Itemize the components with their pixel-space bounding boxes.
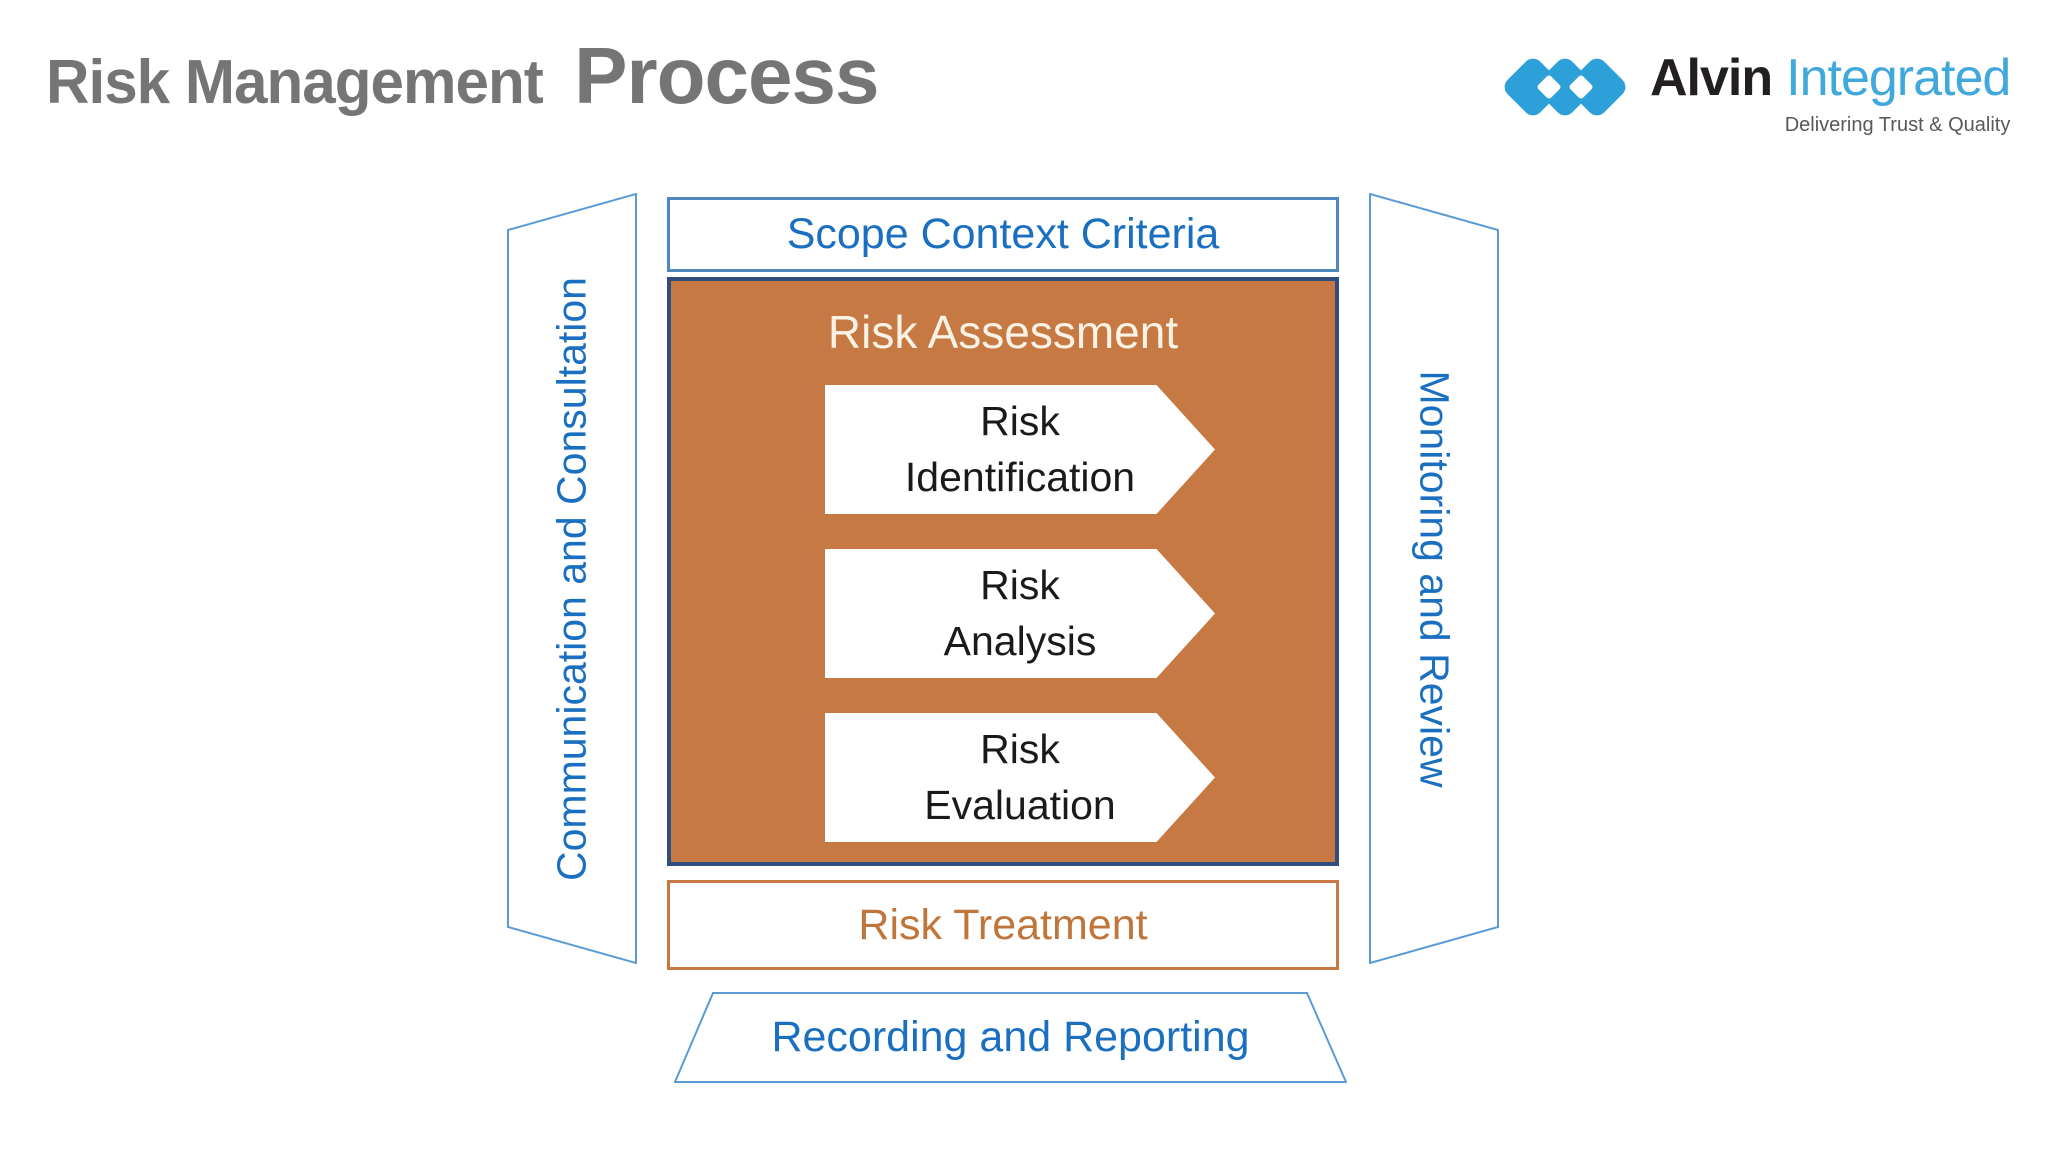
risk-treatment-box: Risk Treatment <box>667 880 1339 970</box>
logo-tagline: Delivering Trust & Quality <box>1784 114 2011 136</box>
logo-text: Alvin Integrated Delivering Trust & Qual… <box>1650 48 2011 137</box>
risk-analysis-arrow: Risk Analysis <box>825 549 1215 678</box>
risk-analysis-label: Risk Analysis <box>943 562 1097 664</box>
recording-reporting-shape: Recording and Reporting <box>674 992 1347 1083</box>
page-title-emphasis: Process <box>574 31 879 120</box>
logo-name: Alvin Integrated <box>1650 48 2011 108</box>
monitoring-review-shape: Monitoring and Review <box>1369 193 1499 964</box>
risk-identification-label: Risk Identification <box>904 398 1136 500</box>
scope-context-criteria-label: Scope Context Criteria <box>786 210 1220 258</box>
logo-brand: Alvin <box>1650 49 1773 107</box>
right-panel-outline <box>1369 193 1499 964</box>
monitoring-review-label: Monitoring and Review <box>1411 369 1458 788</box>
recording-reporting-label: Recording and Reporting <box>771 1013 1250 1061</box>
scope-context-criteria-box: Scope Context Criteria <box>667 197 1339 272</box>
risk-evaluation-label: Risk Evaluation <box>924 726 1116 828</box>
page-title: Risk Management Process <box>46 30 879 122</box>
page-title-main: Risk Management <box>46 48 544 117</box>
risk-assessment-box: Risk Assessment Risk Identification Risk… <box>667 277 1339 866</box>
risk-evaluation-arrow: Risk Evaluation <box>825 713 1215 842</box>
communication-consultation-label: Communication and Consultation <box>548 276 595 881</box>
risk-treatment-label: Risk Treatment <box>858 900 1148 949</box>
left-panel-outline <box>507 193 637 964</box>
risk-assessment-title: Risk Assessment <box>827 306 1179 358</box>
logo-brand-secondary: Integrated <box>1786 49 2011 107</box>
risk-identification-arrow: Risk Identification <box>825 385 1215 514</box>
communication-consultation-shape: Communication and Consultation <box>507 193 637 964</box>
trapezoid-outline <box>674 992 1347 1083</box>
logo-diamonds-icon <box>1500 54 1630 120</box>
company-logo: Alvin Integrated Delivering Trust & Qual… <box>1500 48 2011 137</box>
